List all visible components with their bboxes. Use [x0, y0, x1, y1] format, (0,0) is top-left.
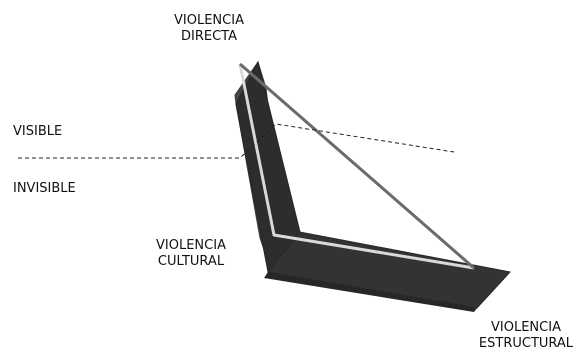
label-violencia-directa-line-2: DIRECTA	[181, 29, 237, 44]
triangle-diagonal-line	[239, 62, 475, 270]
label-violencia-directa: VIOLENCIA DIRECTA	[163, 13, 255, 45]
label-violencia-estructural: VIOLENCIA ESTRUCTURAL	[468, 320, 584, 352]
label-invisible: INVISIBLE	[13, 181, 76, 196]
label-violencia-cultural-line-1: VIOLENCIA	[156, 238, 226, 253]
label-violencia-cultural-line-2: CULTURAL	[157, 254, 225, 269]
inner-highlight-line	[238, 63, 475, 270]
three-d-band	[234, 60, 511, 312]
visibility-dashed-boundary	[18, 123, 455, 159]
label-violencia-cultural: VIOLENCIA CULTURAL	[137, 238, 245, 270]
label-violencia-estructural-line-1: VIOLENCIA	[491, 320, 561, 335]
label-visible: VISIBLE	[13, 124, 63, 139]
band-bottom-shadow	[264, 272, 477, 312]
label-violencia-estructural-line-2: ESTRUCTURAL	[478, 336, 574, 351]
label-violencia-directa-line-1: VIOLENCIA	[174, 13, 244, 28]
